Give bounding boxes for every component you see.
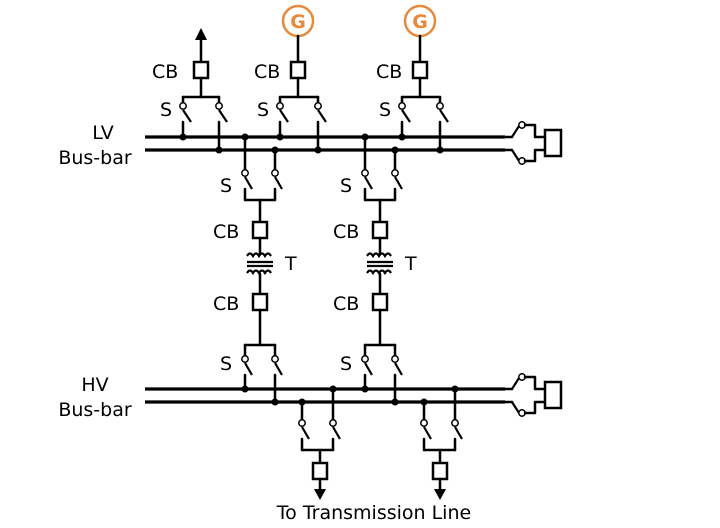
s-label-bay-2-bottom: S xyxy=(340,353,352,375)
cb-label-feeder-2: CB xyxy=(254,61,280,83)
s-label-feeder-3: S xyxy=(379,99,391,121)
transformer-bay-2 xyxy=(361,133,403,406)
generator-feeder-1 xyxy=(276,4,327,154)
hv-bus-bar xyxy=(145,387,505,404)
cb-label-bay-2-top: CB xyxy=(333,221,359,243)
hv-bus-coupler xyxy=(503,373,563,417)
hv-bus-label-line-2: Bus-bar xyxy=(58,399,132,421)
outgoing-line-2 xyxy=(420,385,463,500)
lv-bus-coupler xyxy=(503,121,563,165)
s-label-bay-2-top: S xyxy=(340,175,352,197)
transformer-2-label: T xyxy=(404,253,417,275)
cb-label-bay-1-bottom: CB xyxy=(213,293,239,315)
s-label-feeder-2: S xyxy=(257,99,269,121)
transformer-bay-1 xyxy=(241,133,283,406)
lv-bus-label-line-2: Bus-bar xyxy=(58,147,132,169)
cb-label-bay-1-top: CB xyxy=(213,221,239,243)
transmission-line-caption: To Transmission Line xyxy=(276,502,471,524)
cb-label-feeder-1: CB xyxy=(152,61,178,83)
top-feeder-1 xyxy=(179,28,228,154)
generator-2-label: G xyxy=(412,11,428,33)
hv-bus-label-line-1: HV xyxy=(81,374,108,396)
cb-label-feeder-3: CB xyxy=(376,61,402,83)
s-label-feeder-1: S xyxy=(160,99,172,121)
lv-bus-label-line-1: LV xyxy=(92,122,114,144)
generator-1-label: G xyxy=(290,11,306,33)
outgoing-line-1 xyxy=(298,385,341,500)
s-label-bay-1-bottom: S xyxy=(220,353,232,375)
transformer-1-label: T xyxy=(284,253,297,275)
s-label-bay-1-top: S xyxy=(220,175,232,197)
cb-label-bay-2-bottom: CB xyxy=(333,293,359,315)
lv-bus-bar xyxy=(145,135,505,152)
generator-feeder-2 xyxy=(398,4,449,154)
